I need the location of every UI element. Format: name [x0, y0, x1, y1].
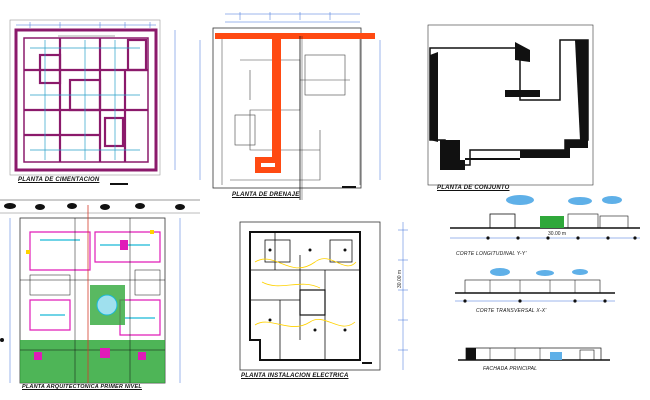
title-electrical-plan: PLANTA INSTALACION ELECTRICA — [241, 373, 349, 379]
title-drainage-plan: PLANTA DE DRENAJE — [232, 192, 300, 198]
title-transverse-section: CORTE TRANSVERSAL X-X' — [476, 308, 547, 314]
dimension-electrical-side: 30.00 m — [397, 269, 403, 288]
title-longitudinal-section: CORTE LONGITUDINAL Y-Y' — [456, 251, 527, 257]
drainage-plan — [199, 12, 381, 200]
longitudinal-section — [450, 195, 640, 240]
foundation-plan — [9, 19, 176, 185]
architectural-plan — [0, 199, 200, 384]
title-site-plan: PLANTA DE CONJUNTO — [437, 185, 510, 191]
title-main-facade: FACHADA PRINCIPAL — [483, 366, 538, 372]
site-plan — [427, 24, 594, 186]
transverse-section — [455, 268, 615, 303]
dimension-longitudinal-span: 30.00 m — [548, 231, 567, 237]
title-architectural-plan: PLANTA ARQUITECTONICA PRIMER NIVEL — [22, 384, 142, 390]
main-facade — [458, 347, 610, 361]
electrical-plan — [239, 221, 408, 371]
title-foundation-plan: PLANTA DE CIMENTACION — [18, 177, 100, 183]
